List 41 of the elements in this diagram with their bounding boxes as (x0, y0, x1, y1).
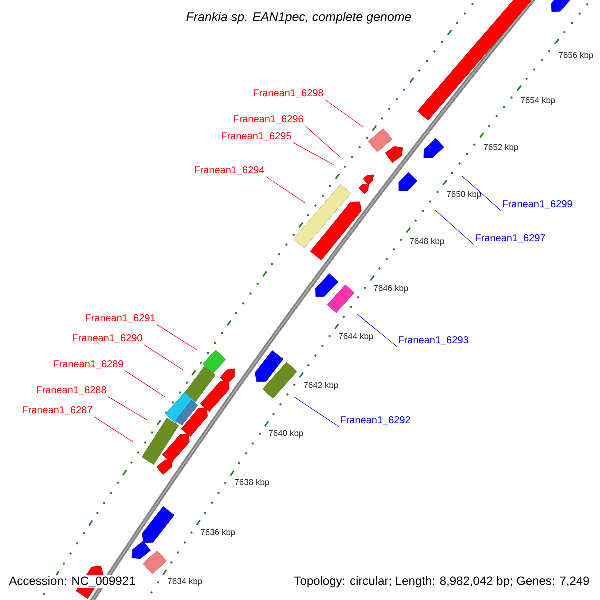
scale-label: 7652 kbp (484, 144, 518, 152)
leader-line (434, 210, 474, 245)
gene-label: Franean1_6294 (195, 166, 264, 176)
leader-line (356, 314, 398, 347)
scale-label: 7650 kbp (447, 191, 482, 199)
gene-label: Franean1_6287 (23, 406, 92, 416)
scale-label: 7646 kbp (374, 285, 408, 293)
gene-label: Franean1_6289 (54, 360, 124, 370)
scale-label: 7640 kbp (269, 430, 304, 438)
gene-label: Franean1_6291 (86, 314, 156, 324)
leader-line (324, 99, 364, 128)
scale-label: 7642 kbp (304, 382, 338, 390)
leader-line (304, 125, 340, 158)
gene-label: Franean1_6297 (476, 234, 546, 244)
gene-label: Franean1_6293 (399, 336, 468, 346)
leader-line (108, 396, 148, 420)
leader-line (462, 176, 502, 211)
gene-label: Franean1_6288 (37, 386, 106, 396)
leader-line (124, 370, 166, 398)
leader-line (292, 142, 334, 166)
scale-label: 7654 kbp (521, 97, 556, 105)
gene-label: Franean1_6290 (73, 334, 142, 344)
leader-line (156, 324, 198, 350)
gene-label: Franean1_6292 (341, 416, 410, 426)
leader-line (144, 344, 184, 370)
scale-label: 7636 kbp (201, 529, 236, 537)
scale-label: 7656 kbp (559, 52, 594, 60)
gene-label: Franean1_6299 (503, 200, 572, 210)
scale-label: 7644 kbp (339, 333, 374, 341)
accession-text: Accession: NC_009921 (8, 575, 137, 589)
leader-line (294, 396, 340, 427)
leader-line (94, 416, 134, 442)
scale-label: 7634 kbp (168, 578, 202, 586)
gene-label: Franean1_6296 (234, 116, 304, 124)
gene-label: Franean1_6298 (254, 90, 324, 98)
leader-line (266, 176, 306, 204)
scale-label: 7648 kbp (410, 238, 444, 246)
genome-info-text: Topology: circular; Length: 8,982,042 bp; Genes: 7,249 (293, 575, 591, 589)
scale-label: 7638 kbp (235, 479, 270, 487)
gene-label: Franean1_6295 (222, 132, 292, 142)
map-title: Frankia sp. EAN1pec, complete genome (186, 12, 412, 24)
